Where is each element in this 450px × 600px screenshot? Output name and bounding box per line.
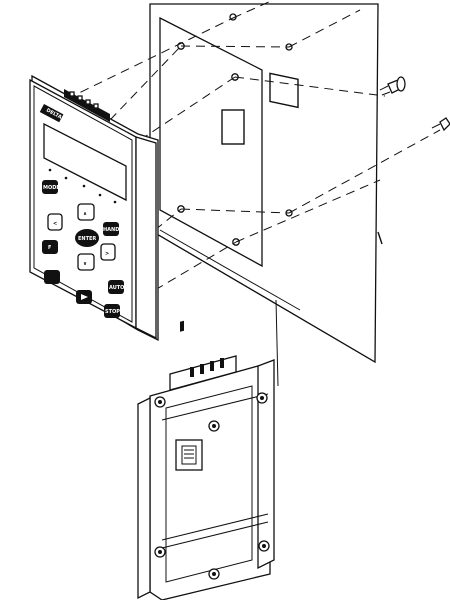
stop-key-label: STOP — [105, 309, 120, 315]
screw — [431, 117, 450, 132]
left-key[interactable]: < — [47, 213, 63, 231]
mode-key-label: MODE — [43, 185, 60, 191]
down-key-glyph: ∨ — [83, 261, 87, 267]
up-key-glyph: ∧ — [83, 211, 87, 217]
bracket-connector — [169, 320, 237, 391]
mounting-bracket — [137, 320, 275, 600]
enter-key[interactable]: ENTER — [75, 229, 99, 247]
gasket-cutout-upper — [269, 72, 299, 109]
right-key-glyph: > — [105, 251, 109, 257]
keypad: DELTA MODE ∧ < ENTER — [29, 74, 159, 342]
f-key-label: F — [48, 245, 51, 251]
screw — [379, 76, 406, 96]
guide-line — [159, 229, 301, 311]
right-key[interactable]: > — [100, 243, 116, 261]
enter-key-label: ENTER — [78, 236, 96, 242]
down-key[interactable]: ∨ — [77, 253, 95, 271]
stop-key[interactable]: STOP — [104, 304, 120, 318]
status-leds — [48, 168, 117, 204]
aux-key[interactable] — [44, 270, 60, 284]
keypad-connector — [64, 89, 110, 122]
up-key[interactable]: ∧ — [77, 203, 95, 221]
auto-key[interactable]: AUTO — [108, 280, 124, 294]
guide-line — [275, 299, 279, 387]
lcd-display — [43, 122, 127, 202]
hand-key[interactable]: HAND ON — [103, 222, 130, 236]
rj45-port — [175, 439, 203, 471]
gasket-cutout-lower — [221, 109, 245, 145]
hand-key-label: HAND ON — [103, 227, 130, 233]
mode-key[interactable]: MODE — [42, 180, 60, 194]
auto-key-label: AUTO — [109, 285, 124, 291]
play-key[interactable] — [76, 290, 92, 304]
f-key[interactable]: F — [42, 240, 58, 254]
left-key-glyph: < — [53, 221, 57, 227]
bracket-standoffs — [154, 392, 270, 580]
